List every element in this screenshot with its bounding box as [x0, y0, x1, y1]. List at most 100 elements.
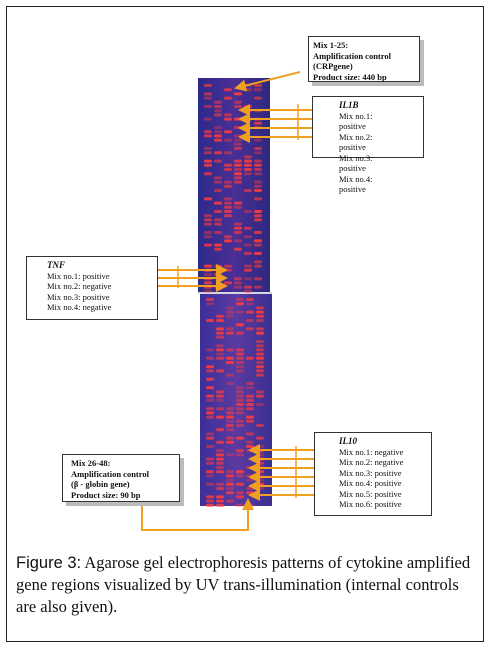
gel-band	[254, 96, 262, 100]
gel-band	[244, 105, 252, 108]
gel-band	[254, 151, 262, 155]
gel-band	[224, 168, 232, 171]
gel-band	[214, 151, 222, 155]
gel-band	[216, 356, 224, 360]
gel-band	[244, 210, 252, 213]
gel-band	[236, 323, 244, 327]
arrows	[141, 71, 315, 531]
gel-band	[214, 201, 222, 205]
gel-band	[226, 382, 234, 385]
gel-band	[234, 226, 242, 230]
gel-band	[256, 373, 264, 377]
callout-line: (β - globin gene)	[71, 479, 130, 489]
gel-band	[256, 394, 264, 398]
gel-band	[226, 474, 234, 478]
gel-band	[246, 487, 254, 490]
gel-band	[246, 386, 254, 390]
gel-band	[214, 210, 222, 213]
gel-band	[254, 172, 262, 176]
gel-band	[254, 218, 262, 222]
gel-band	[206, 432, 214, 436]
gel-band	[234, 239, 242, 243]
gel-band	[256, 369, 264, 373]
gel-band	[226, 491, 234, 495]
gel-band	[214, 138, 222, 142]
gel-band	[234, 231, 242, 234]
gel-band	[236, 424, 244, 427]
gel-band	[244, 268, 252, 272]
callout-title: IL1B	[339, 100, 359, 110]
gel-band	[234, 201, 242, 205]
gel-band	[256, 445, 264, 448]
gel-band	[206, 495, 214, 499]
gel-band	[236, 482, 244, 486]
gel-band	[204, 147, 212, 150]
gel-band	[216, 319, 224, 322]
gel-band	[206, 407, 214, 411]
gel-band	[234, 159, 242, 163]
gel-band	[206, 470, 214, 474]
gel-band	[224, 210, 232, 213]
gel-band	[224, 151, 232, 155]
gel-band	[234, 285, 242, 289]
gel-band	[246, 491, 254, 495]
gel-band	[226, 440, 234, 444]
gel-band	[244, 226, 252, 230]
gel-band	[244, 155, 252, 159]
gel-band	[254, 184, 262, 188]
caption-label: Figure 3:	[16, 554, 82, 572]
gel-band	[254, 180, 262, 184]
gel-band	[216, 466, 224, 469]
gel-band	[204, 231, 212, 234]
gel-band	[216, 398, 224, 402]
gel-band	[216, 352, 224, 356]
gel-band	[254, 121, 262, 125]
gel-band	[226, 428, 234, 432]
gel-band	[244, 172, 252, 176]
gel-band	[204, 117, 212, 121]
gel-band	[216, 428, 224, 432]
callout-line: Mix no.2: negative	[339, 457, 404, 467]
gel-band	[236, 503, 244, 507]
gel-band	[224, 201, 232, 205]
gel-band	[224, 180, 232, 184]
gel-band	[224, 214, 232, 218]
gel-band	[204, 96, 212, 100]
gel-band	[244, 264, 252, 268]
gel-band	[256, 487, 264, 490]
gel-band	[254, 231, 262, 234]
gel-band	[204, 289, 212, 293]
gel-band	[206, 365, 214, 369]
gel-band	[236, 419, 244, 423]
gel-band	[254, 260, 262, 264]
gel-figure	[141, 71, 315, 531]
gel-band	[254, 147, 262, 150]
callout-line: Mix no.2: positive	[339, 131, 373, 153]
gel-band	[246, 394, 254, 398]
gel-band	[246, 319, 254, 322]
callout-tnf: TNF Mix no.1: positive Mix no.2: negativ…	[26, 256, 158, 320]
gel-band	[206, 298, 214, 301]
gel-band	[204, 264, 212, 268]
gel-band	[226, 356, 234, 360]
callout-line: Mix no.6: positive	[339, 499, 402, 509]
gel-band	[226, 361, 234, 364]
gel-band	[246, 403, 254, 406]
gel-band	[246, 445, 254, 448]
gel-band	[224, 113, 232, 117]
gel-band	[256, 340, 264, 343]
gel-band	[226, 453, 234, 457]
gel-band	[256, 461, 264, 465]
gel-band	[226, 499, 234, 503]
gel-band	[204, 134, 212, 138]
gel-band	[226, 411, 234, 415]
gel-band	[256, 390, 264, 394]
gel-band	[216, 407, 224, 411]
gel-band	[236, 495, 244, 499]
callout-line: Mix no.4: positive	[339, 478, 402, 488]
callout-line: Mix no.2: negative	[47, 281, 112, 291]
gel-band	[236, 310, 244, 314]
gel-band	[214, 109, 222, 113]
gel-band	[206, 356, 214, 360]
gel-band	[246, 398, 254, 402]
